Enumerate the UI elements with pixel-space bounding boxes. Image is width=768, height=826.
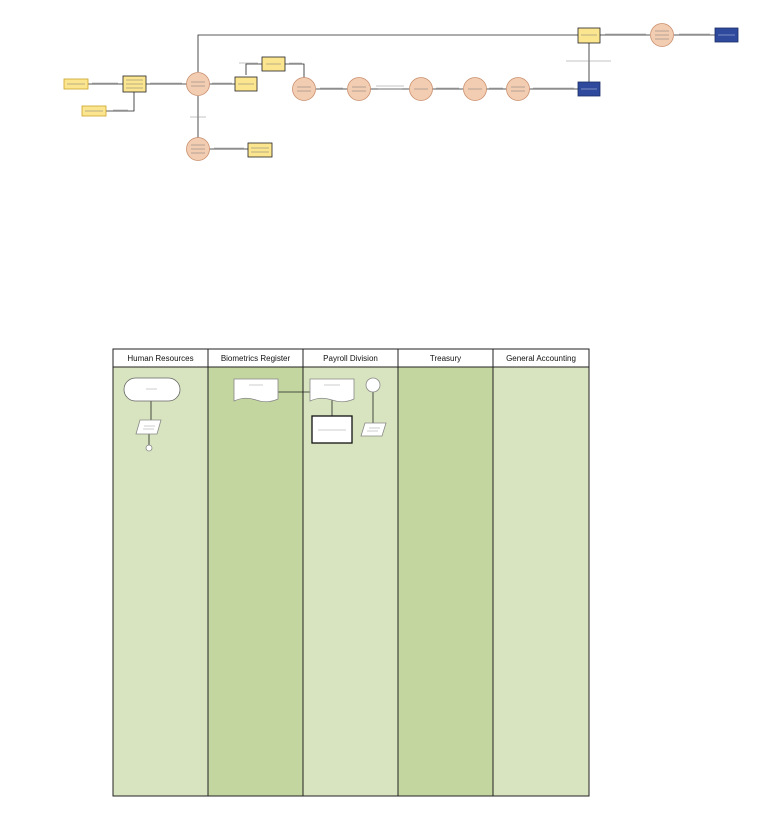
lane-title-biometrics-register: Biometrics Register xyxy=(221,354,291,363)
payroll-input-output xyxy=(360,422,387,437)
process-2 xyxy=(347,77,371,101)
store-bottom xyxy=(247,142,273,158)
lane-title-payroll-division: Payroll Division xyxy=(323,354,378,363)
flow-lines xyxy=(87,34,715,150)
swimlane-diagram: Human Resources Biometrics Register Payr… xyxy=(112,348,590,797)
lane-title-general-accounting: General Accounting xyxy=(506,354,576,363)
payroll-process-box xyxy=(311,415,353,444)
lane-title-human-resources: Human Resources xyxy=(127,354,193,363)
hr-connector xyxy=(145,444,153,452)
lane-title-treasury: Treasury xyxy=(430,354,461,363)
process-5 xyxy=(506,77,530,101)
flowchart-shapes xyxy=(123,377,387,452)
process-1 xyxy=(292,77,316,101)
start-terminator xyxy=(123,377,181,402)
payroll-document xyxy=(309,378,355,403)
payroll-connector xyxy=(365,377,381,393)
lane-body-treasury xyxy=(398,367,493,796)
lane-body-hr xyxy=(113,367,208,796)
inner-text-marks xyxy=(67,30,735,154)
processes xyxy=(186,23,674,161)
lane-body-accounting xyxy=(493,367,589,796)
lane-body-biometrics xyxy=(208,367,303,796)
biometrics-document xyxy=(233,378,279,403)
hr-input-output xyxy=(135,419,162,435)
flow-label-marks xyxy=(92,33,710,149)
swimlane-inner-text-marks xyxy=(143,384,380,432)
process-main xyxy=(186,72,210,96)
data-flow-diagram xyxy=(63,23,739,161)
store-top-right xyxy=(577,27,601,44)
lane-header-band xyxy=(113,349,589,367)
lane-grid xyxy=(112,348,590,797)
